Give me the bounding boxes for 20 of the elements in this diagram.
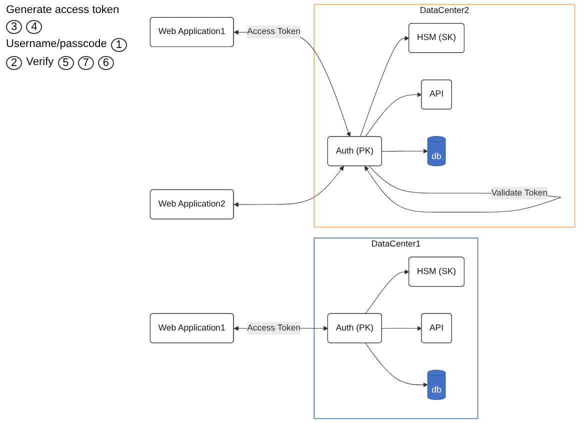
step-number: 3	[6, 20, 22, 34]
step-number: 4	[26, 20, 42, 34]
edge-label: Access Token	[247, 323, 301, 333]
note-text: Verify	[26, 56, 54, 70]
arrow	[365, 92, 422, 138]
step-number: 5	[58, 56, 74, 70]
step-number: 2	[6, 56, 22, 70]
arrow	[365, 269, 410, 314]
step-number: 7	[78, 56, 94, 70]
arrow	[382, 148, 428, 154]
arrow	[360, 36, 410, 138]
edge-label: Validate Token	[491, 188, 548, 198]
edge-label: Access Token	[247, 27, 301, 36]
step-number: 6	[98, 56, 114, 70]
step-number: 1	[110, 38, 128, 52]
arrow	[234, 166, 344, 207]
note-text: Generate access token	[6, 4, 120, 16]
arrow	[382, 326, 422, 331]
arrow	[365, 342, 428, 388]
note-text: Username/passcode	[6, 38, 107, 52]
